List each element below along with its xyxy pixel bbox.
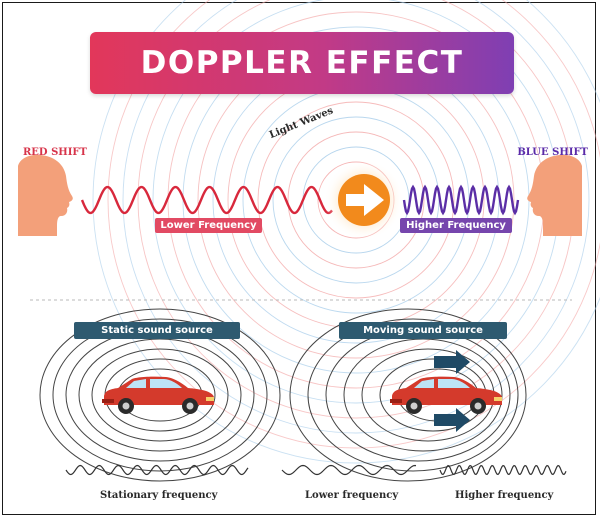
higher-frequency-wave [439, 464, 567, 476]
static-source-title: Static sound source [74, 322, 240, 339]
blue-shift-wave [402, 184, 520, 216]
lower-frequency-label: Lower Frequency [155, 218, 262, 233]
higher-frequency-label: Higher Frequency [400, 218, 512, 233]
moving-source-title: Moving sound source [339, 322, 507, 339]
higher-frequency-caption: Higher frequency [455, 490, 554, 501]
motion-arrow-icon [434, 408, 470, 432]
moving-source-arrow-icon [324, 160, 404, 240]
page-title: DOPPLER EFFECT [140, 45, 464, 81]
stationary-frequency-label: Stationary frequency [100, 490, 218, 501]
static-car-icon [102, 376, 214, 414]
stationary-frequency-wave [65, 464, 249, 476]
blue-shift-label: BLUE SHIFT [517, 147, 588, 158]
red-shift-wave [80, 185, 333, 215]
right-observer-head-icon [527, 154, 582, 236]
left-observer-head-icon [18, 154, 73, 236]
lower-frequency-wave [281, 464, 417, 476]
lower-frequency-caption: Lower frequency [305, 490, 399, 501]
title-banner: DOPPLER EFFECT [90, 32, 514, 94]
motion-arrow-icon [434, 350, 470, 374]
red-shift-label: RED SHIFT [23, 147, 87, 158]
moving-car-icon [390, 376, 502, 414]
outer-border [2, 2, 596, 515]
